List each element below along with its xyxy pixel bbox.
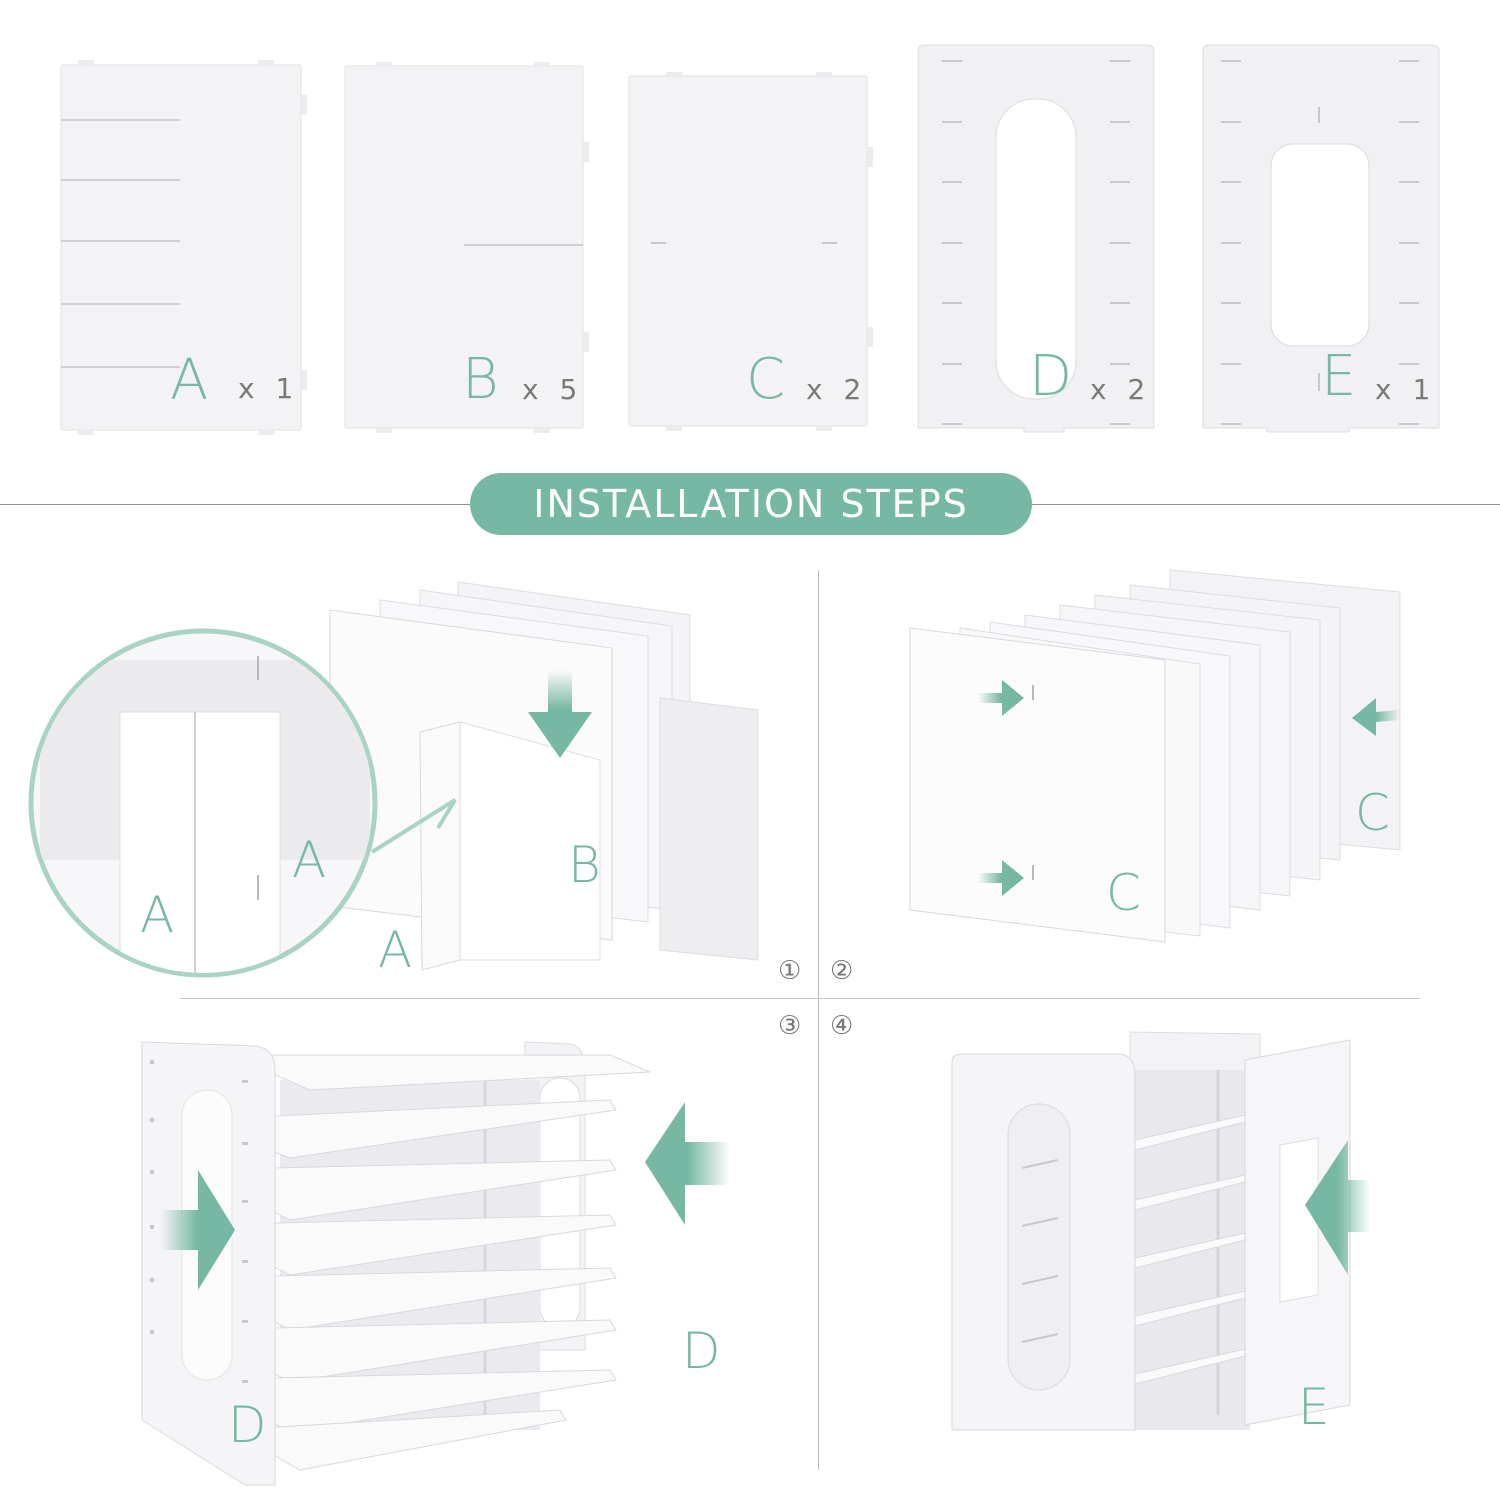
part-c: C x 2 — [626, 72, 876, 432]
section-divider-left — [0, 504, 480, 505]
part-e-panel-icon — [1202, 44, 1440, 433]
part-quantity: x 2 — [806, 373, 868, 406]
step-1: A A B A — [0, 560, 810, 990]
part-quantity: x 1 — [238, 372, 300, 405]
step-3: D D — [130, 1030, 750, 1490]
step-2: C C — [880, 560, 1440, 980]
step-2-illustration — [909, 569, 1401, 943]
step-4: E — [940, 1020, 1380, 1480]
step-3-label-d-right: D — [682, 1322, 721, 1380]
arrow-right-icon — [160, 1170, 235, 1290]
step-number-4: ④ — [830, 1011, 854, 1041]
part-quantity: x 1 — [1375, 373, 1437, 406]
section-divider-right — [1022, 504, 1500, 505]
part-letter: E — [1321, 344, 1357, 409]
arrow-right-icon — [978, 680, 1024, 716]
step-1-illustration — [28, 581, 759, 978]
arrow-left-icon — [1305, 1140, 1370, 1275]
arrow-left-icon — [1352, 698, 1400, 736]
part-letter: D — [1029, 344, 1073, 409]
part-c-panel-icon — [628, 72, 873, 431]
part-a-panel-icon — [60, 60, 307, 435]
step-number-2: ② — [830, 956, 854, 986]
step-number-1: ① — [778, 956, 802, 986]
section-title: INSTALLATION STEPS — [533, 482, 969, 526]
step-1-label-a-callout: A — [140, 886, 175, 944]
steps-horizontal-divider — [180, 998, 1420, 999]
step-1-label-b: B — [568, 836, 601, 894]
step-2-label-c-front: C — [1106, 864, 1141, 922]
arrow-right-icon — [978, 860, 1024, 896]
steps-vertical-divider — [818, 570, 819, 1470]
step-3-illustration — [141, 1041, 730, 1486]
step-1-label-b-callout: A — [292, 831, 327, 889]
section-title-badge: INSTALLATION STEPS — [470, 473, 1032, 535]
arrow-down-icon — [528, 670, 592, 758]
step-number-3: ③ — [778, 1011, 802, 1041]
part-letter: B — [462, 347, 499, 412]
part-e: E x 1 — [1199, 43, 1444, 435]
part-letter: C — [746, 347, 786, 412]
part-quantity: x 2 — [1090, 373, 1152, 406]
part-b: B x 5 — [342, 62, 592, 434]
part-letter: A — [170, 348, 209, 413]
arrow-left-icon — [645, 1102, 730, 1225]
step-3-label-d-left: D — [228, 1396, 267, 1454]
part-a: A x 1 — [58, 60, 308, 435]
part-d: D x 2 — [914, 43, 1159, 435]
part-d-panel-icon — [917, 44, 1155, 433]
step-1-label-a: A — [378, 921, 413, 979]
step-2-label-c-back: C — [1355, 784, 1390, 842]
part-quantity: x 5 — [522, 373, 584, 406]
step-4-label-e: E — [1298, 1378, 1330, 1436]
part-b-panel-icon — [344, 62, 589, 433]
step-4-illustration — [951, 1031, 1370, 1431]
